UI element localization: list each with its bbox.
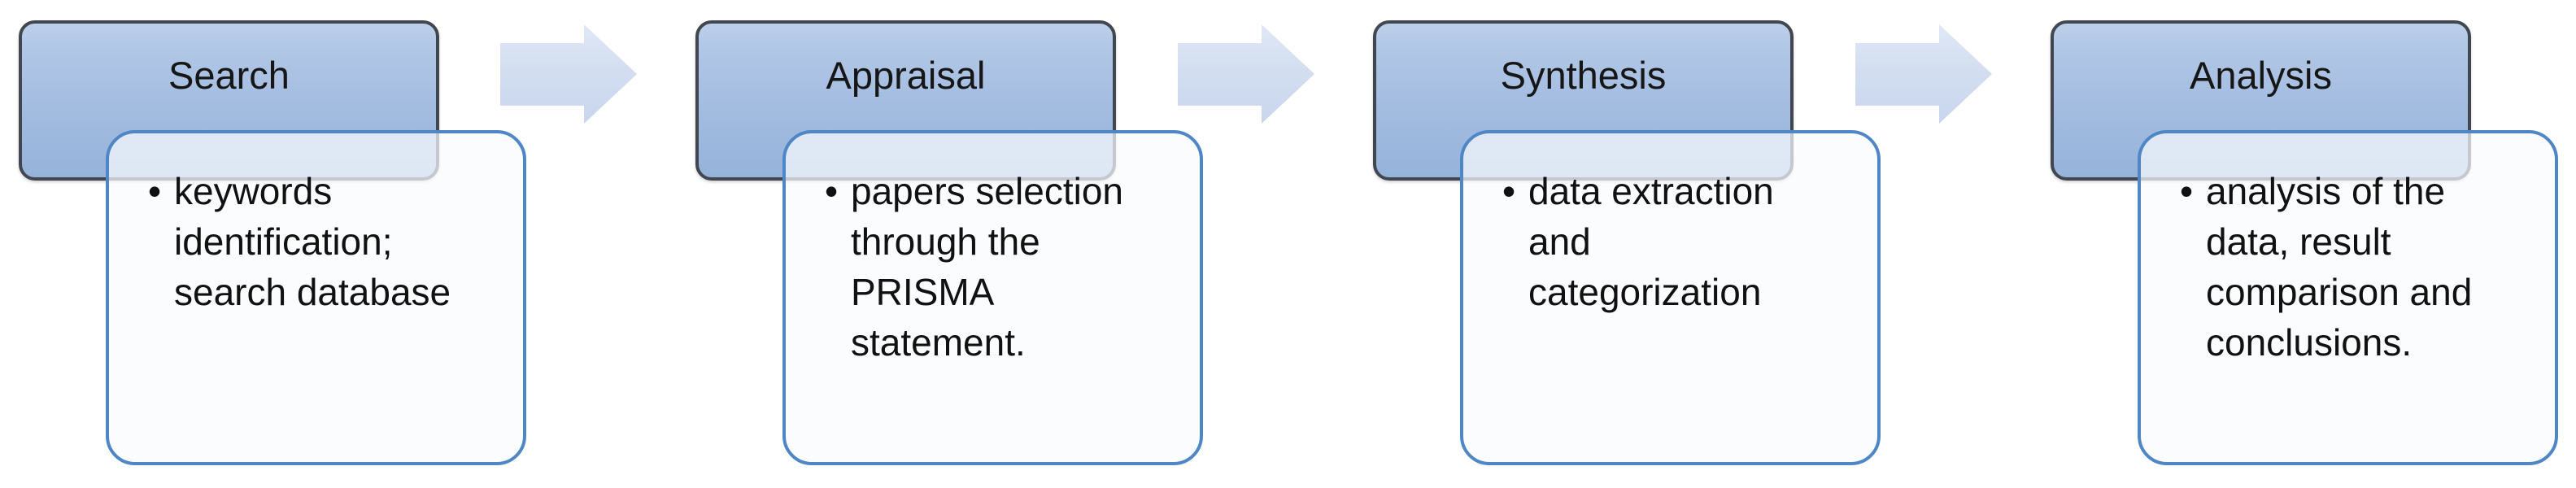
bullet-text: keywords identification; search database xyxy=(174,170,451,313)
stage-content-box: • papers selection through the PRISMA st… xyxy=(782,130,1203,465)
stage-content-box: • keywords identification; search databa… xyxy=(106,130,526,465)
bullet-marker: • xyxy=(825,170,839,212)
stage-title: Appraisal xyxy=(826,54,986,97)
bullet-marker: • xyxy=(1502,170,1516,212)
bullet-item: • analysis of the data, result compariso… xyxy=(2180,166,2530,368)
bullet-item: • papers selection through the PRISMA st… xyxy=(825,166,1175,368)
bullet-text: analysis of the data, result comparison … xyxy=(2206,170,2473,364)
bullet-marker: • xyxy=(2180,170,2194,212)
stage-appraisal: Appraisal • papers selection through the… xyxy=(695,0,1203,488)
bullet-marker: • xyxy=(148,170,162,212)
stage-search: Search • keywords identification; search… xyxy=(19,0,526,488)
stage-content-box: • data extraction and categorization xyxy=(1460,130,1881,465)
bullet-item: • data extraction and categorization xyxy=(1502,166,1853,317)
stage-analysis: Analysis • analysis of the data, result … xyxy=(2051,0,2558,488)
stage-title: Analysis xyxy=(2189,54,2332,97)
stage-synthesis: Synthesis • data extraction and categori… xyxy=(1373,0,1881,488)
bullet-item: • keywords identification; search databa… xyxy=(148,166,499,317)
stage-content-box: • analysis of the data, result compariso… xyxy=(2138,130,2558,465)
stage-title: Synthesis xyxy=(1500,54,1667,97)
bullet-text: data extraction and categorization xyxy=(1528,170,1774,313)
bullet-text: papers selection through the PRISMA stat… xyxy=(851,170,1123,364)
stage-title: Search xyxy=(168,54,290,97)
